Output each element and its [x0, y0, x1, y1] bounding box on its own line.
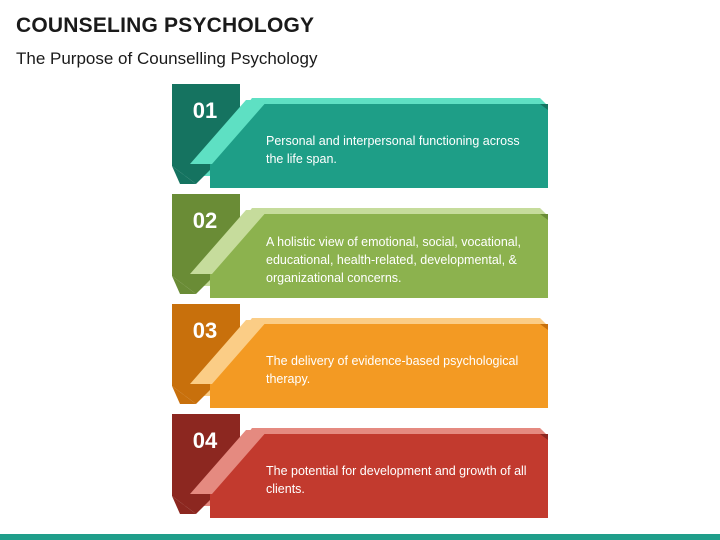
content-panel-3: [210, 324, 548, 408]
page-subtitle: The Purpose of Counselling Psychology: [16, 49, 318, 68]
ribbon-fold-4: [172, 496, 196, 514]
ribbon-fold-1: [172, 166, 196, 184]
ribbon-notch-1: [540, 104, 548, 110]
item-text-1: Personal and interpersonal functioning a…: [266, 134, 520, 166]
ribbon-notch-4: [540, 434, 548, 440]
page-title: COUNSELING PSYCHOLOGY: [16, 14, 315, 37]
number-tab-1: [172, 84, 240, 184]
content-panel-4: [210, 434, 548, 518]
ribbon-notch-2: [540, 214, 548, 220]
number-tab-4: [172, 414, 240, 514]
ribbon-stripe-2: [190, 210, 268, 274]
item-text-3: The delivery of evidence-based psycholog…: [266, 354, 519, 386]
item-number-4: 04: [192, 428, 218, 453]
ribbon-fold-2: [172, 276, 196, 294]
item-text-4: The potential for development and growth…: [266, 464, 527, 496]
number-tab-3: [172, 304, 240, 404]
ribbon-notch-3: [540, 324, 548, 330]
item-number-1: 01: [192, 98, 218, 123]
bottom-accent-bar: [0, 534, 720, 540]
ribbon-stripe-3: [190, 320, 268, 384]
item-number-2: 02: [192, 208, 218, 233]
ribbon-stripe-1: [190, 100, 268, 164]
number-tab-2: [172, 194, 240, 294]
ribbon-stripe-4: [190, 430, 268, 494]
ribbon-fold-3: [172, 386, 196, 404]
content-panel-1: [210, 104, 548, 188]
content-panel-2: [210, 214, 548, 298]
item-number-3: 03: [192, 318, 218, 343]
item-text-2: A holistic view of emotional, social, vo…: [266, 235, 521, 285]
